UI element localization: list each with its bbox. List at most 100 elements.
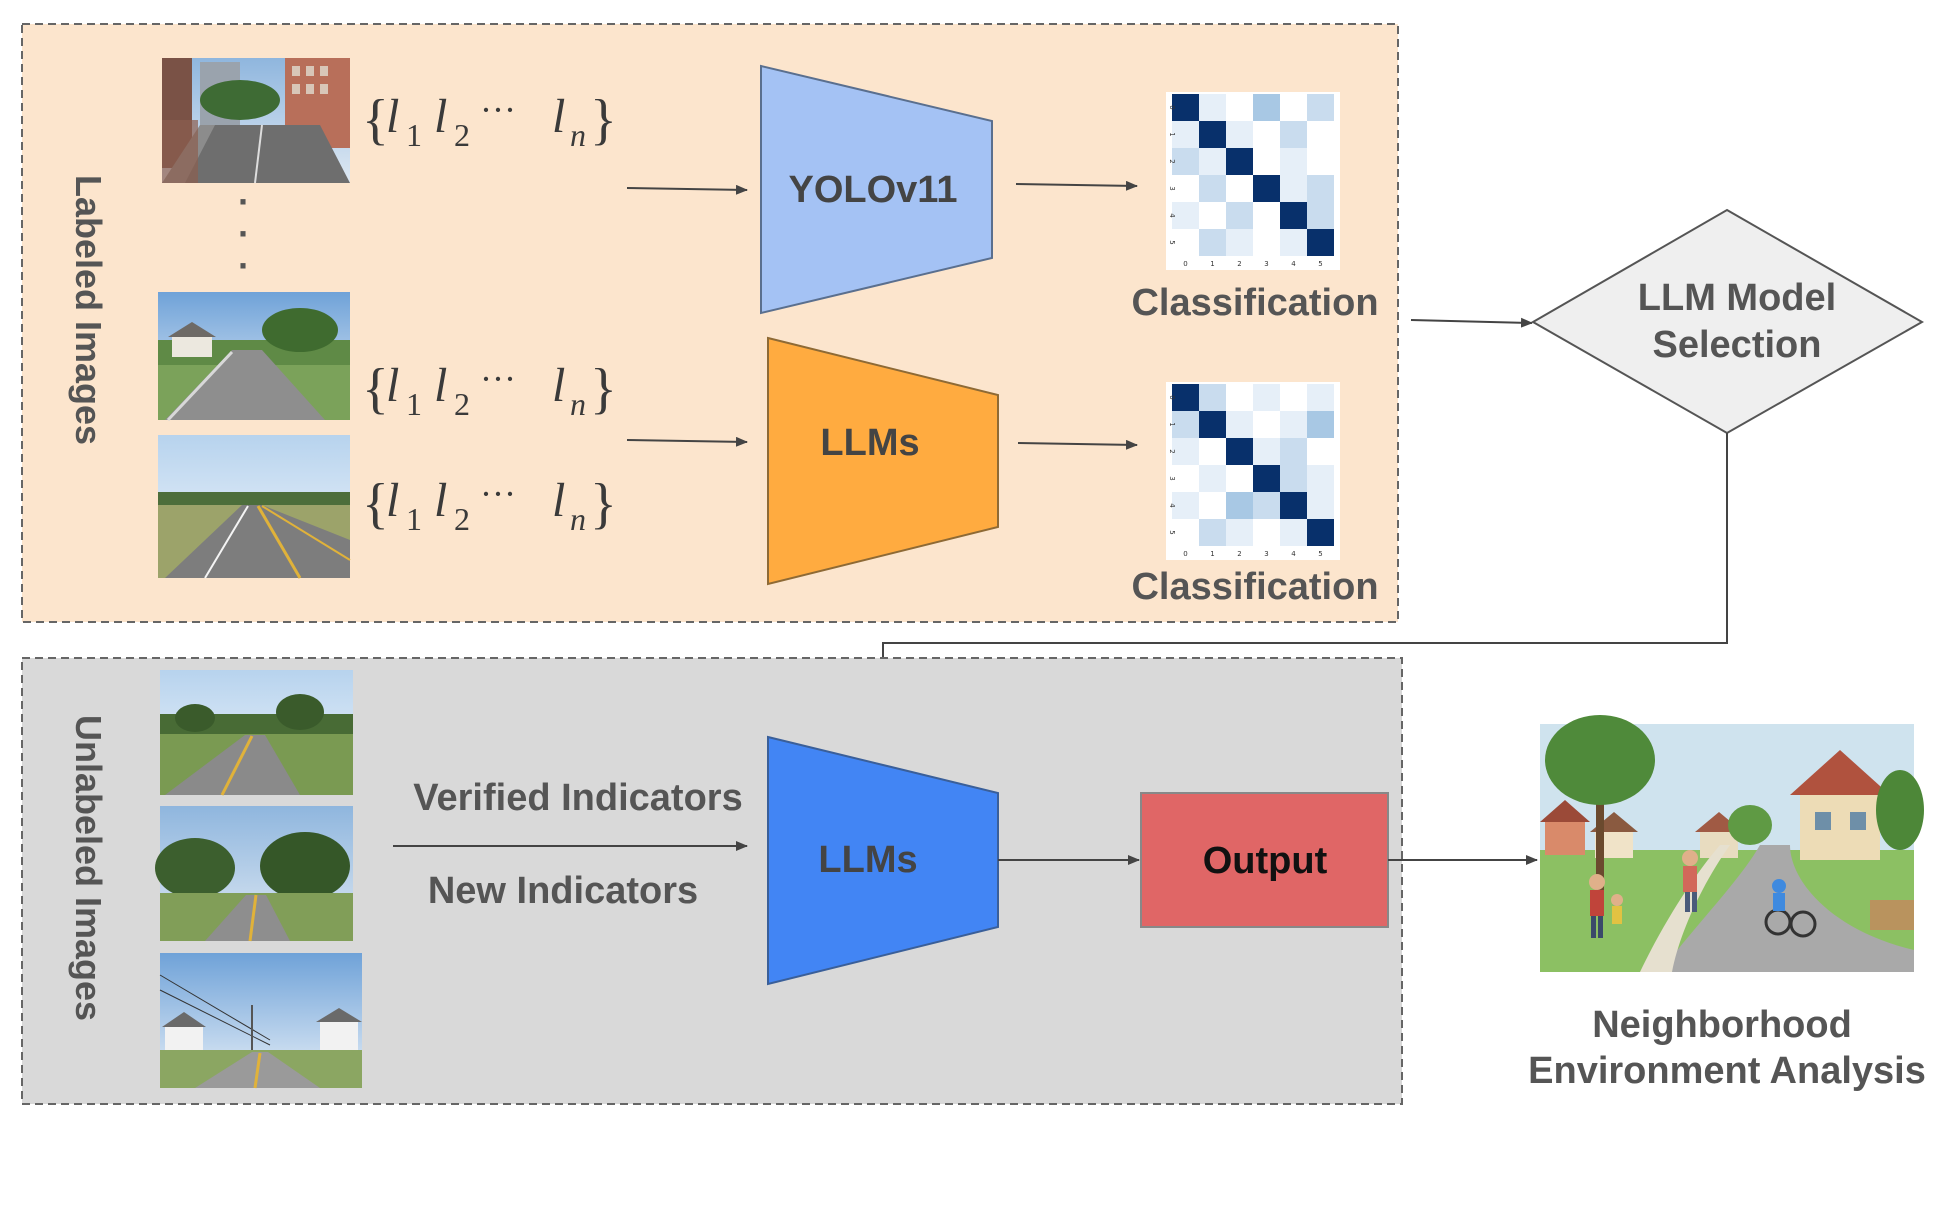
svg-text:2: 2: [454, 501, 470, 537]
labeled-photo-city: [162, 58, 350, 184]
matrix-tick-x: 1: [1210, 550, 1214, 558]
llm-label-top: LLMs: [820, 422, 919, 464]
svg-text:···: ···: [480, 359, 516, 399]
selection-label-line2: Selection: [1653, 324, 1822, 366]
analysis-label-line1: Neighborhood: [1592, 1004, 1852, 1046]
matrix-cell: [1199, 148, 1226, 175]
svg-text:{: {: [362, 89, 389, 151]
llm-model-block-blue: [767, 735, 999, 986]
svg-text:···: ···: [480, 474, 516, 514]
unlabeled-images-label: Unlabeled Images: [68, 715, 109, 1021]
matrix-cell: [1280, 465, 1307, 492]
matrix-cell: [1172, 94, 1199, 121]
matrix-cell: [1253, 411, 1280, 438]
matrix-tick-x: 4: [1291, 550, 1296, 558]
matrix-cell: [1172, 202, 1199, 229]
matrix-cell: [1172, 438, 1199, 465]
svg-text:l: l: [434, 90, 447, 143]
svg-text:n: n: [570, 117, 586, 153]
matrix-tick-y: 5: [1168, 530, 1176, 534]
matrix-cell: [1172, 148, 1199, 175]
matrix-cell: [1253, 148, 1280, 175]
matrix-cell: [1226, 411, 1253, 438]
matrix-cell: [1280, 202, 1307, 229]
matrix-tick-y: 0: [1168, 395, 1176, 399]
svg-text:l: l: [552, 359, 565, 412]
matrix-cell: [1307, 94, 1334, 121]
matrix-cell: [1199, 202, 1226, 229]
labeled-photo-suburban: [158, 292, 350, 422]
matrix-cell: [1199, 175, 1226, 202]
unlabeled-photo-3: [159, 953, 362, 1089]
matrix-cell: [1253, 465, 1280, 492]
matrix-cell: [1172, 492, 1199, 519]
matrix-cell: [1280, 121, 1307, 148]
matrix-cell: [1226, 384, 1253, 411]
matrix-cell: [1307, 148, 1334, 175]
matrix-cell: [1253, 519, 1280, 546]
matrix-cell: [1226, 121, 1253, 148]
matrix-cell: [1280, 229, 1307, 256]
vertical-dot: ·: [238, 213, 250, 254]
vertical-dot: ·: [238, 181, 250, 222]
matrix-tick-y: 1: [1168, 422, 1176, 426]
matrix-cell: [1253, 229, 1280, 256]
matrix-cell: [1307, 175, 1334, 202]
arrow-to-yolo: [626, 184, 748, 195]
matrix-cell: [1307, 202, 1334, 229]
matrix-cell: [1226, 148, 1253, 175]
svg-text:}: }: [590, 358, 617, 420]
svg-text:l: l: [386, 474, 399, 527]
matrix-tick-y: 4: [1168, 503, 1176, 508]
matrix-cell: [1199, 384, 1226, 411]
matrix-cell: [1226, 465, 1253, 492]
unlabeled-photo-1: [160, 670, 353, 796]
label-set: { l 1 l 2 ··· l n }: [362, 89, 617, 153]
matrix-cell: [1199, 229, 1226, 256]
matrix-cell: [1280, 384, 1307, 411]
classification-label-bottom: Classification: [1131, 566, 1378, 608]
matrix-cell: [1307, 438, 1334, 465]
matrix-tick-x: 2: [1237, 550, 1241, 558]
llm-model-selection-diamond: [1530, 208, 1925, 435]
classification-label-top: Classification: [1131, 282, 1378, 324]
svg-text:l: l: [434, 474, 447, 527]
matrix-cell: [1280, 175, 1307, 202]
llm-label-bottom: LLMs: [818, 839, 917, 881]
matrix-cell: [1226, 519, 1253, 546]
matrix-cell: [1307, 411, 1334, 438]
matrix-cell: [1307, 384, 1334, 411]
matrix-tick-y: 2: [1168, 449, 1176, 453]
matrix-cell: [1172, 519, 1199, 546]
matrix-cell: [1226, 202, 1253, 229]
svg-text:l: l: [552, 474, 565, 527]
matrix-cell: [1280, 492, 1307, 519]
svg-text:1: 1: [406, 501, 422, 537]
matrix-cell: [1307, 519, 1334, 546]
matrix-cell: [1253, 384, 1280, 411]
matrix-cell: [1253, 202, 1280, 229]
verified-indicators-label: Verified Indicators: [413, 777, 742, 819]
svg-text:l: l: [552, 90, 565, 143]
matrix-cell: [1172, 175, 1199, 202]
svg-text:{: {: [362, 473, 389, 535]
matrix-cell: [1253, 94, 1280, 121]
matrix-cell: [1199, 94, 1226, 121]
matrix-tick-x: 1: [1210, 260, 1214, 268]
label-set: { l 1 l 2 ··· l n }: [362, 358, 617, 422]
svg-text:2: 2: [454, 386, 470, 422]
labeled-photo-road: [158, 435, 351, 579]
matrix-cell: [1307, 465, 1334, 492]
svg-text:l: l: [386, 359, 399, 412]
matrix-cell: [1172, 229, 1199, 256]
svg-text:n: n: [570, 501, 586, 537]
svg-text:1: 1: [406, 386, 422, 422]
llm-model-block-orange: [767, 336, 999, 586]
matrix-tick-x: 0: [1183, 550, 1187, 558]
selection-label-line1: LLM Model: [1638, 277, 1836, 319]
matrix-cell: [1199, 492, 1226, 519]
matrix-cell: [1280, 411, 1307, 438]
